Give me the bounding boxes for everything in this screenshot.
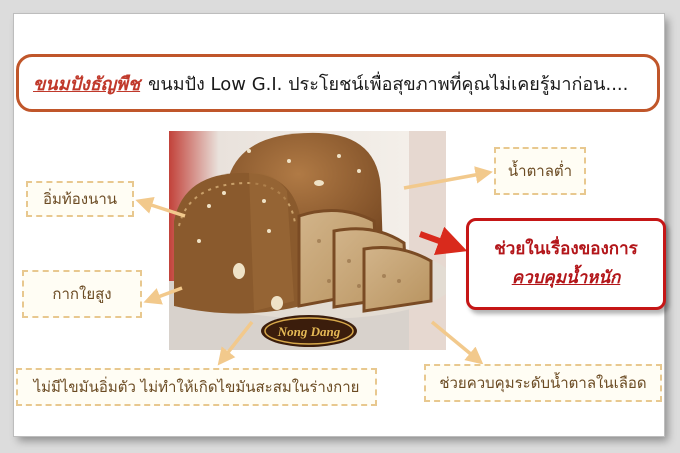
- label-blood-sugar-control: ช่วยควบคุมระดับน้ำตาลในเลือด: [424, 364, 662, 402]
- bread-illustration: Nong Dang: [169, 131, 446, 350]
- weight-control-callout: ช่วยในเรื่องของการ ควบคุมน้ำหนัก: [466, 218, 666, 310]
- callout-line1: ช่วยในเรื่องของการ: [494, 239, 638, 260]
- title-text: ขนมปัง Low G.I. ประโยชน์เพื่อสุขภาพที่คุ…: [148, 73, 629, 95]
- label-low-sugar: น้ำตาลต่ำ: [494, 147, 586, 195]
- callout-line2: ควบคุมน้ำหนัก: [511, 268, 621, 288]
- title-banner: ขนมปังธัญพืช ขนมปัง Low G.I. ประโยชน์เพื…: [16, 54, 660, 112]
- bread-photo: Nong Dang: [169, 131, 446, 350]
- label-no-saturated-fat: ไม่มีไขมันอิ่มตัว ไม่ทำให้เกิดไขมันสะสมใ…: [16, 368, 377, 406]
- brand-logo-text: Nong Dang: [277, 324, 341, 339]
- label-high-fiber: กากใยสูง: [22, 270, 142, 318]
- title-lead: ขนมปังธัญพืช: [33, 73, 141, 95]
- label-full-long: อิ่มท้องนาน: [26, 181, 134, 217]
